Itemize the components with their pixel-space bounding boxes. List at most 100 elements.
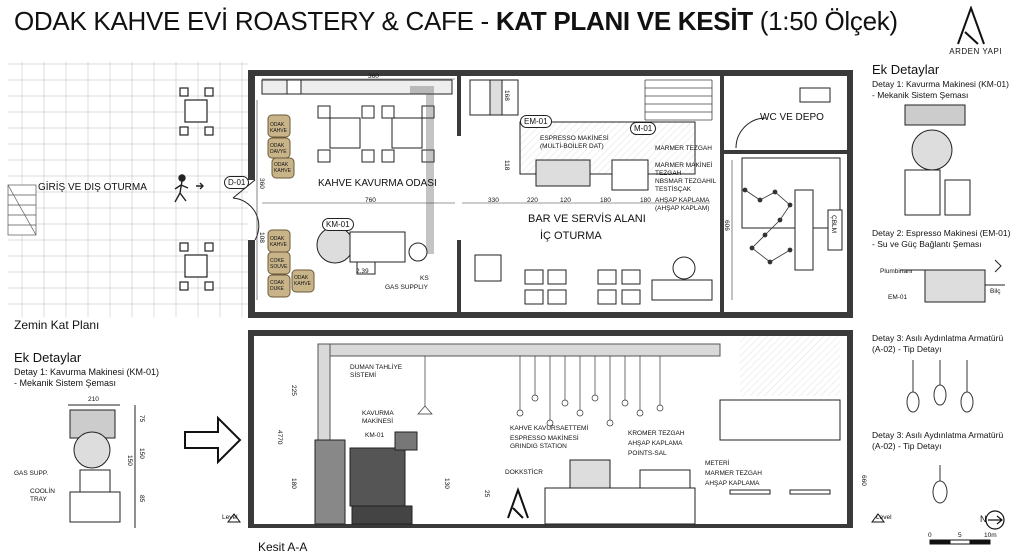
left-d1-line1: Detay 1: Kavurma Makinesi (KM-01)	[14, 367, 160, 377]
marble-label-5: TESTİSÇAK	[655, 186, 692, 193]
dim-label: 120	[560, 197, 571, 204]
section-espresso-1: ESPRESSO MAKİNESİ	[510, 435, 579, 442]
left-dim-h4: 85	[138, 495, 145, 503]
level-markers	[227, 513, 885, 523]
espresso-label-2: (MULTİ-BOİLER DAT)	[540, 143, 604, 150]
counter-label-3: POINTS-SAL	[628, 450, 667, 457]
right-detail-roaster	[904, 104, 971, 216]
section-logo-icon	[507, 487, 529, 519]
outdoor-paving	[8, 62, 248, 317]
scale-bar	[929, 539, 991, 545]
section-bar-counter	[544, 399, 841, 525]
dim-label: 2.39	[356, 268, 369, 275]
section-dim-total: 4770	[276, 430, 283, 445]
section-espresso-2: GRINDIG STATION	[510, 443, 567, 450]
bar-title-2: İÇ OTURMA	[540, 230, 602, 242]
roast-room-furniture	[261, 79, 453, 275]
bar-title-1: BAR VE SERVİS ALANI	[528, 213, 646, 225]
dim-label: 168	[503, 90, 510, 101]
dim-label: 360	[368, 73, 379, 80]
right-d2-line1: Detay 2: Espresso Makinesi (EM-01)	[872, 228, 1011, 238]
dim-label: 606	[723, 220, 730, 231]
storage-label: KAHVE KAVURSAETTEMİ	[510, 425, 589, 432]
bag-label: COAK DUKE	[270, 280, 285, 292]
arden-logo-icon	[957, 6, 985, 45]
gas-label: GAS SUPPLIY	[385, 284, 428, 291]
section-ceiling-hatch	[740, 336, 840, 396]
section-marble-label: MARMER TEZGAH	[705, 470, 762, 477]
wc-room	[735, 87, 843, 271]
title-scale: (1:50 Ölçek)	[752, 6, 898, 36]
bag-label: ODAK KAHVE	[274, 162, 291, 174]
left-details-heading: Ek Detaylar	[14, 350, 82, 365]
dishwasher-label: ÇBLM	[830, 215, 837, 234]
marble-label-2: MARMER MAKİNEİ	[655, 162, 713, 169]
dim-label: 180	[600, 197, 611, 204]
right-d3b-line1: Detay 3: Asılı Aydınlatma Armatürü	[872, 430, 1004, 440]
ks-label: KS	[420, 275, 429, 282]
marble-label-4: NBSMAR TEZGAHIL	[655, 178, 717, 185]
outdoor-label: GİRİŞ VE DIŞ OTURMA	[38, 182, 147, 193]
left-cooling-2: TRAY	[30, 496, 47, 503]
marble-label-1: MARMER TEZGAH	[655, 145, 712, 152]
section-dim-right: 660	[860, 475, 867, 486]
dim-label: 180	[640, 197, 651, 204]
entrance-door	[232, 179, 260, 241]
bag-label: ODAK DAVYE	[270, 143, 287, 155]
door-tag: D-01	[224, 176, 250, 189]
north-arrow-icon	[985, 510, 1005, 530]
roaster-label-3: KM-01	[365, 432, 385, 439]
arrow-right-icon	[184, 415, 242, 465]
left-dim-h1: 75	[138, 415, 145, 423]
section-wood-label: AHŞAP KAPLAMA	[705, 480, 760, 487]
left-gas-label: GAS SUPP.	[14, 470, 49, 477]
section-pendants	[417, 356, 664, 427]
section-caption: Kesit A-A	[258, 540, 308, 554]
exhaust-duct	[317, 343, 721, 445]
right-details-heading: Ek Detaylar	[872, 62, 940, 77]
wood-label-2: (AHŞAP KAPLAM)	[655, 205, 710, 212]
bar-area	[469, 79, 713, 305]
person-walking-icon	[174, 174, 204, 203]
bag-label: COKE SOUVE	[270, 258, 288, 270]
north-label: N	[980, 514, 987, 524]
bag-label: ODAK KAHVE	[270, 236, 287, 248]
counter-label-2: AHŞAP KAPLAMA	[628, 440, 683, 447]
roaster-label-1: KAVURMA	[362, 410, 394, 417]
title-normal: ODAK KAHVE EVİ ROASTERY & CAFE -	[14, 6, 496, 36]
dim-label: 220	[527, 197, 538, 204]
em-tag: EM-01	[520, 115, 552, 128]
right-detail-espresso	[900, 259, 1005, 303]
left-d1-line2: - Mekanik Sistem Şeması	[14, 378, 117, 388]
right-d3b-line2: (A-02) - Tip Detayı	[872, 441, 942, 451]
section-dim-25: 25	[483, 490, 490, 498]
ramp	[7, 184, 37, 236]
dim-label: 108	[258, 232, 265, 243]
lighting-plan	[742, 187, 793, 265]
left-dim-w: 210	[88, 396, 99, 403]
right-d1-line1: Detay 1: Kavurma Makinesi (KM-01)	[872, 79, 1009, 89]
roast-room-label: KAHVE KAVURMA ODASI	[318, 178, 437, 189]
brand-name: ARDEN YAPI	[949, 47, 1002, 56]
section-dim-mid: 180	[290, 478, 297, 489]
m-tag: M-01	[630, 122, 657, 135]
plumbing-label: Plumbinanı	[880, 268, 913, 275]
section-roaster	[314, 431, 418, 525]
section-dim-bot: 130	[443, 478, 450, 489]
wood-label-1: AHŞAP KAPLAMA	[655, 197, 710, 204]
section-walls	[248, 330, 853, 528]
exhaust-label-1: DUMAN TAHLİYE	[350, 364, 403, 371]
machine-tag: KM-01	[322, 218, 354, 231]
marble-label-3: TEZGAH	[655, 170, 682, 177]
scale-5: 5	[958, 532, 962, 539]
scale-unit: 10m	[984, 532, 997, 539]
right-detail-pendants	[906, 360, 974, 504]
left-detail-roaster	[68, 404, 136, 528]
page-title: ODAK KAHVE EVİ ROASTERY & CAFE - KAT PLA…	[14, 6, 898, 37]
bilc-label: Bilç	[990, 288, 1001, 295]
roaster-label-2: MAKİNESİ	[362, 418, 394, 425]
dim-label: 330	[488, 197, 499, 204]
level-right-label: Level	[876, 514, 892, 521]
left-cooling-1: COOLİN	[30, 488, 55, 495]
counter-label-1: KROMER TEZGAH	[628, 430, 685, 437]
